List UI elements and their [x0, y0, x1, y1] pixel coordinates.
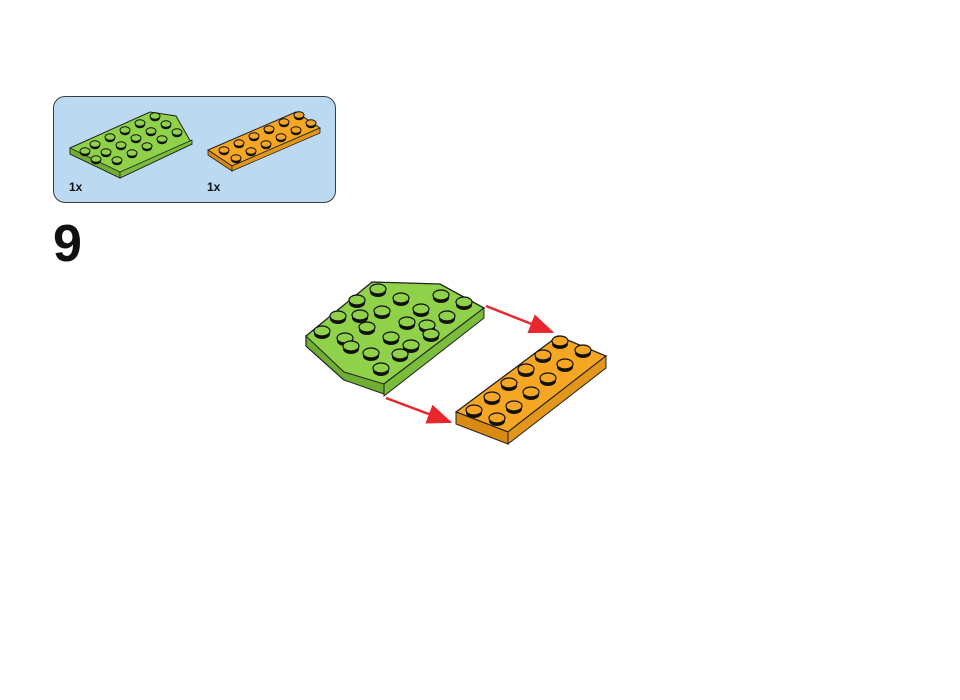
parts-orange-plate-icon: [206, 111, 322, 172]
orange-plate: [454, 335, 608, 446]
parts-green-wedge-icon: [69, 111, 193, 179]
green-wedge-plate: [305, 281, 486, 398]
arrow-bottom: [385, 396, 453, 424]
arrow-top: [485, 304, 555, 334]
step-number: 9: [53, 215, 82, 273]
part-quantity-orange: 1x: [207, 180, 221, 194]
part-quantity-green: 1x: [69, 180, 83, 194]
